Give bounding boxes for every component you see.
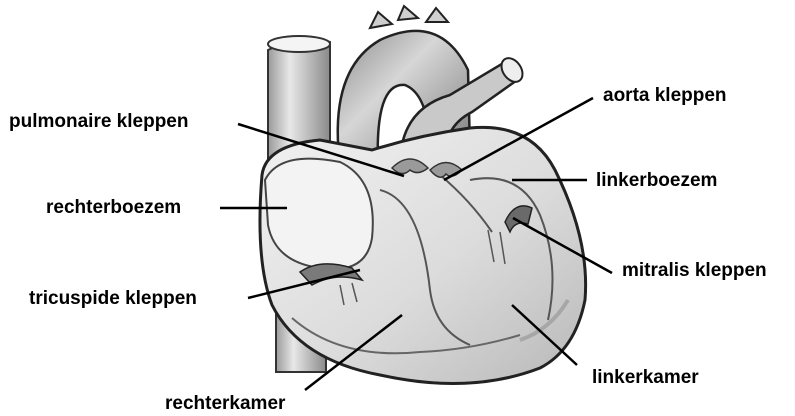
label-pulmonaire-kleppen: pulmonaire kleppen <box>9 112 188 131</box>
label-tricuspide-kleppen: tricuspide kleppen <box>29 289 197 308</box>
label-mitralis-kleppen: mitralis kleppen <box>622 261 767 280</box>
label-rechterboezem: rechterboezem <box>46 198 181 217</box>
label-linkerboezem: linkerboezem <box>596 171 717 190</box>
heart-body <box>260 127 586 383</box>
label-aorta-kleppen: aorta kleppen <box>603 86 727 105</box>
label-linkerkamer: linkerkamer <box>592 368 699 387</box>
label-rechterkamer: rechterkamer <box>165 394 285 413</box>
